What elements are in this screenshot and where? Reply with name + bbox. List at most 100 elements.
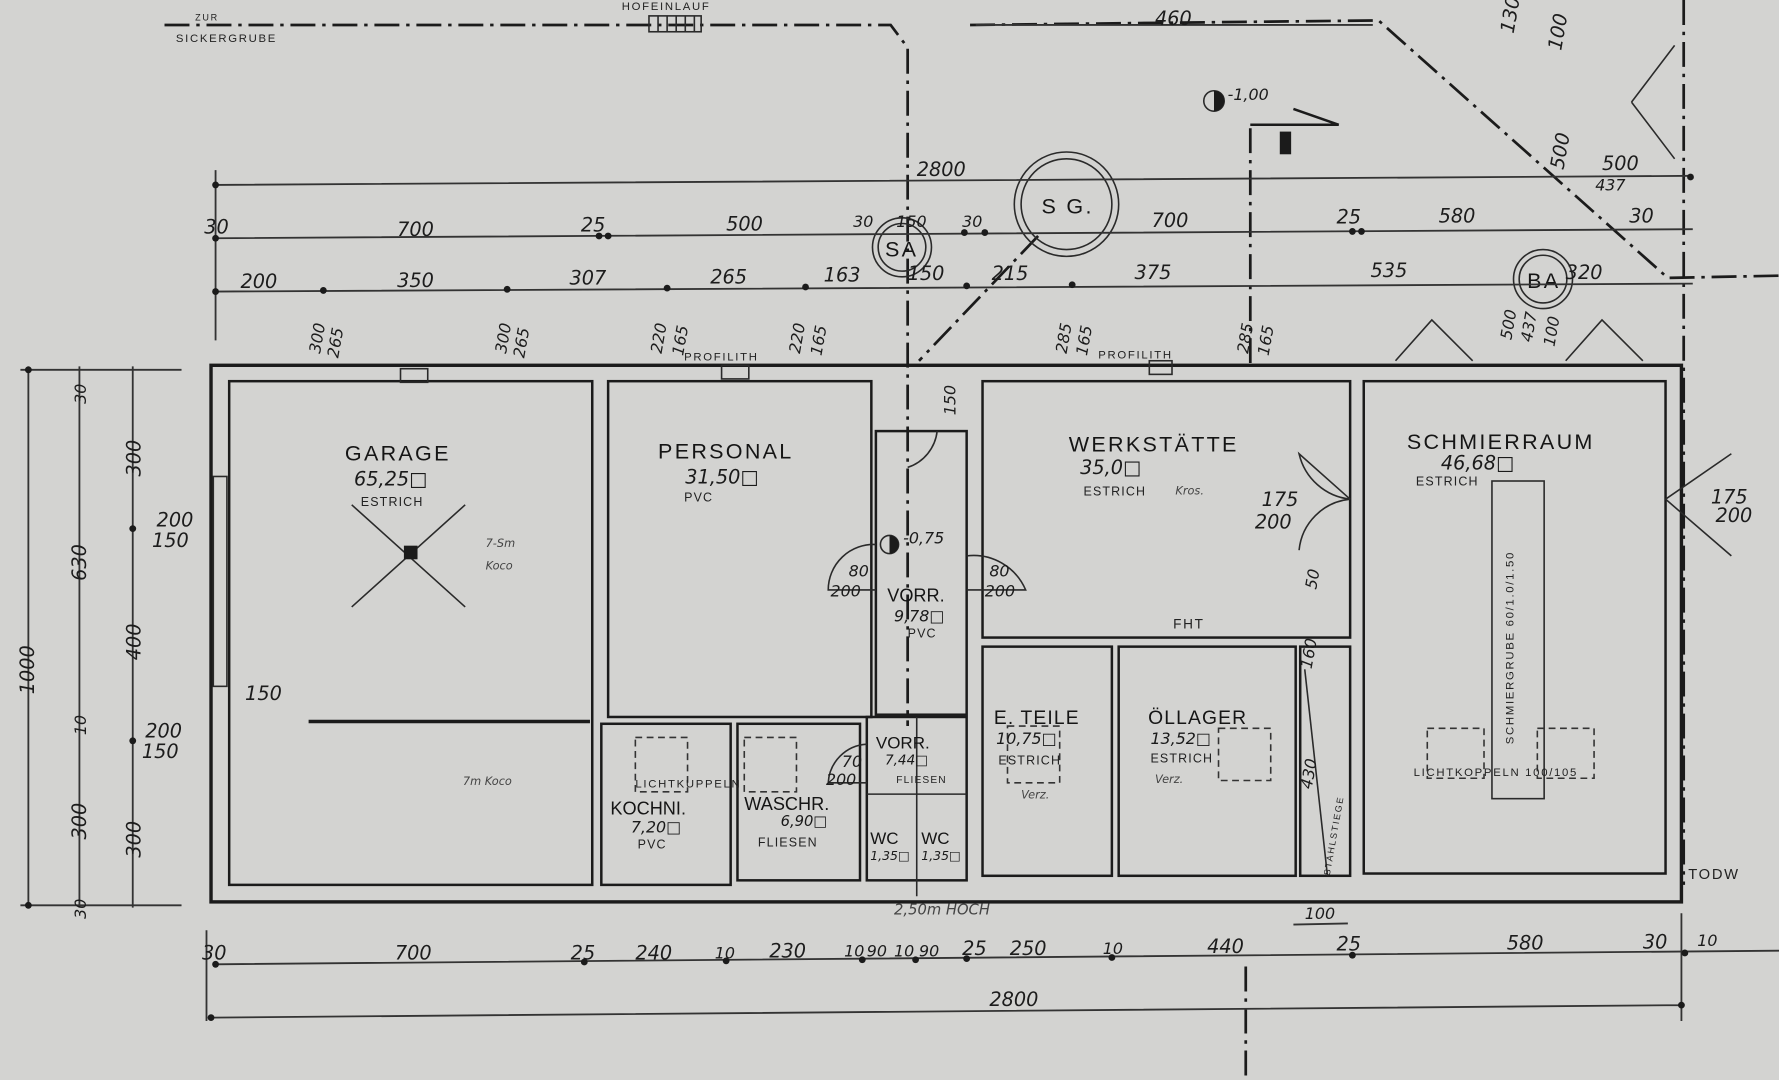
dim: 150 [152,529,189,552]
dim: 200 [241,270,278,293]
dim: 30 [853,212,873,231]
ba-label: BA [1527,268,1560,293]
dim: 150 [896,212,926,231]
dim: 80 [989,561,1009,580]
dim: 30 [204,216,229,239]
dim: 307 [570,267,608,290]
dim-460: 460 [1155,7,1192,30]
dim: 200 [1255,511,1292,534]
dim: 440 [1207,935,1244,958]
dim: 200 [985,582,1015,601]
dim: 25 [962,937,987,960]
room-floor-schmierraum: ESTRICH [1416,475,1479,489]
manholes: S G. SA BA -1,00 [871,85,1574,310]
dim: 265 [509,326,533,359]
room-floor-vorr-lower: FLIESEN [896,775,946,786]
dim: 50 [1301,567,1323,590]
room-name-kochni: KOCHNI. [610,799,686,819]
garage-note: 7m Koco [463,774,512,788]
dim: 215 [992,262,1029,285]
stair-room [1298,645,1352,878]
dim: 500 [1496,308,1520,341]
dim: 300 [123,440,146,477]
dim: 165 [1072,324,1096,357]
schmiergrube-pit [1491,480,1545,800]
dim: 10 [1697,931,1717,950]
dim: 30 [71,899,90,919]
schmiergrube-label: SCHMIERGRUBE 60/1.0/1.50 [1505,551,1517,744]
dim: 25 [581,213,606,236]
drain-lines [164,0,1779,1080]
dimension-lines [20,24,1779,1022]
room-name-waschr: WASCHR. [744,794,829,814]
room-name-oellager: ÖLLAGER [1148,708,1247,729]
dim: 25 [1337,933,1362,956]
dim: 230 [769,939,806,962]
oellager-room [1117,645,1297,878]
profilith-label: PROFILITH [1098,349,1172,361]
walls [209,44,1732,904]
personal-room [606,379,873,719]
room-floor-garage: ESTRICH [361,495,424,509]
room-name-wc1: WC [870,829,898,848]
room-area-werkstaette: 35,0□ [1080,456,1141,479]
level-top: -1,00 [1228,85,1269,104]
dim: 580 [1507,932,1544,955]
dim: 200 [145,719,182,742]
dim: 150 [940,385,959,415]
room-area-wc1: 1,35□ [870,848,910,863]
hofeinlauf-label: HOFEINLAUF [622,1,711,13]
room-area-personal: 31,50□ [685,465,758,488]
room-area-schmierraum: 46,68□ [1441,452,1514,475]
dim: 25 [1337,205,1362,228]
schmierraum-room [1362,379,1667,875]
dim-top-total: 2800 [917,158,966,181]
room-floor-personal: PVC [684,490,713,504]
garage-room [227,379,594,887]
zur-label: ZUR [195,12,219,22]
dim: 375 [1135,261,1172,284]
room-name-personal: PERSONAL [658,438,794,463]
dim: 200 [1715,504,1752,527]
dim: 10 [894,941,914,960]
dim: 265 [323,326,347,359]
dim: 300 [68,803,91,840]
dim: 90 [867,941,887,960]
dim: 175 [1711,486,1748,509]
sg-label: S G. [1042,193,1094,218]
room-area-wc2: 1,35□ [921,848,961,863]
dim: 80 [849,561,869,580]
dim: 10 [71,715,90,735]
dim: 165 [668,324,692,357]
dim: 163 [824,263,861,286]
sickergrube-label: SICKERGRUBE [176,33,277,45]
room-name-eteile: E. TEILE [994,708,1080,729]
dim: 285 [1233,321,1257,354]
lichtkuppeln-size: LICHTKOPPELN 100/105 [1414,767,1578,779]
dim: 25 [571,942,596,965]
annotations: ZUR SICKERGRUBE HOFEINLAUF PROFILITH PRO… [176,1,1738,918]
dim: 10 [844,941,864,960]
room-name-vorr: VORR. [887,585,944,605]
dim: 700 [397,218,434,241]
profilith-label: PROFILITH [684,352,758,364]
dim: 150 [908,262,945,285]
dim: 437 [1517,310,1541,343]
dim: 430 [1297,757,1321,790]
dim: 500 [726,212,763,235]
dim: 160 [1297,637,1321,670]
dim: 1000 [16,645,39,694]
dim: 10 [1103,939,1123,958]
dim: 10 [715,944,735,963]
dim: 500 [1602,152,1639,175]
dim: 150 [142,740,179,763]
dim: 700 [395,942,432,965]
room-floor-vorr: PVC [908,627,937,641]
eteile-note: Verz. [1021,788,1049,802]
dim: 165 [1254,324,1278,357]
dim: 300 [491,321,515,354]
dim: 70 [842,752,862,771]
dim: 630 [68,544,91,581]
room-name-werkstaette: WERKSTÄTTE [1069,432,1239,457]
